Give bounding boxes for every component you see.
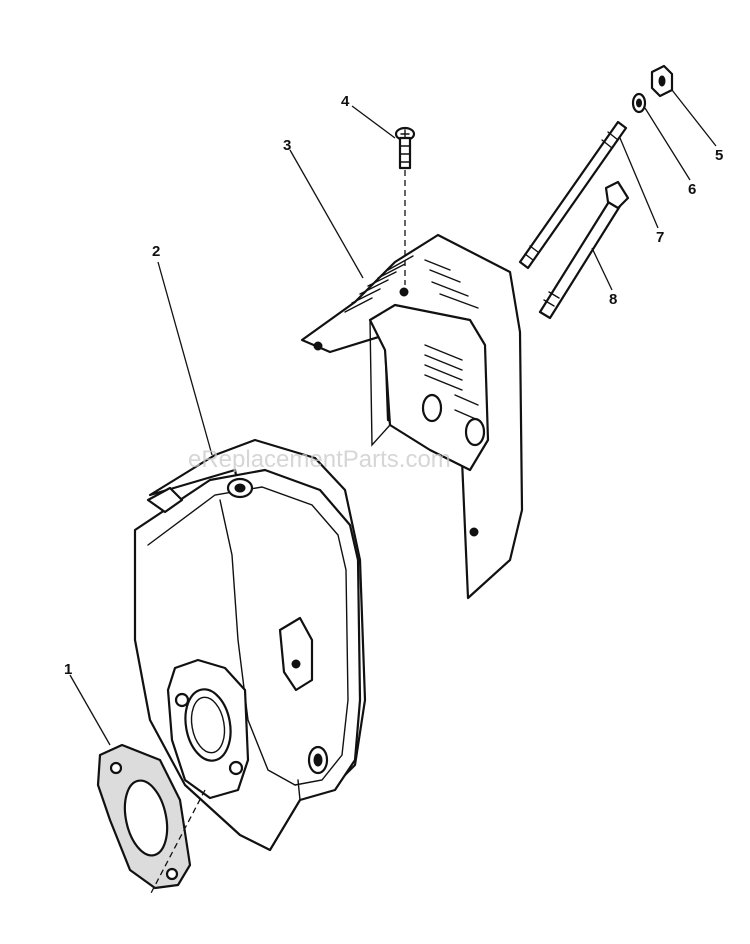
leader-5 <box>671 89 717 147</box>
leader-8 <box>591 247 613 291</box>
callout-7: 7 <box>656 229 664 246</box>
callout-8: 8 <box>609 291 617 308</box>
screw <box>394 126 416 170</box>
callout-1: 1 <box>64 661 72 678</box>
callout-6: 6 <box>688 181 696 198</box>
bolt <box>538 180 630 320</box>
muffler-gasket <box>96 743 192 890</box>
leader-7 <box>619 137 659 229</box>
leader-2 <box>157 261 213 456</box>
leader-1 <box>69 674 111 746</box>
callout-5: 5 <box>715 147 723 164</box>
muffler-body <box>133 438 367 852</box>
stud <box>518 120 628 270</box>
leader-6 <box>644 107 691 181</box>
callout-3: 3 <box>283 137 291 154</box>
leader-4 <box>351 105 396 139</box>
heat-shield <box>300 233 524 600</box>
hex-nut <box>650 64 674 98</box>
leader-lines <box>69 89 717 896</box>
callout-4: 4 <box>341 93 350 110</box>
callout-labels: 1 2 3 4 5 6 7 8 <box>64 93 723 678</box>
leader-3 <box>289 149 364 279</box>
callout-2: 2 <box>152 243 160 260</box>
watermark-text: eReplacementParts.com <box>188 446 451 473</box>
lock-washer <box>631 92 647 114</box>
